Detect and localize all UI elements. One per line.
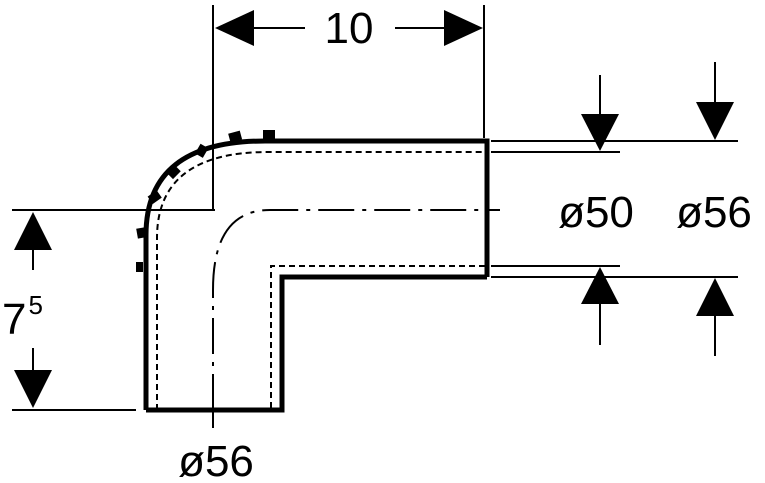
elbow-bore-dashed [156, 151, 485, 410]
seal-rib [147, 190, 162, 204]
seal-rib [228, 130, 243, 143]
dim-width-label: 10 [325, 4, 374, 53]
extension-lines [12, 5, 738, 428]
arrowhead-right [444, 10, 483, 46]
arrowhead-up [14, 212, 52, 250]
seal-rib [136, 227, 147, 239]
dim-height-main: 7 [2, 295, 26, 344]
bore-inner-dashed [270, 265, 485, 410]
dimension-height: 75 [2, 212, 52, 408]
dim-inlet-label: ø56 [178, 437, 254, 483]
seal-rib [263, 130, 275, 139]
bore-outer-dashed [156, 151, 485, 410]
dim-outlet-inner-label: ø50 [558, 188, 634, 237]
arrowhead-inner-up [581, 267, 619, 304]
elbow-centerline [212, 209, 500, 410]
dimension-outlet-inner: ø50 [558, 75, 634, 345]
elbow-outer-wall [143, 138, 490, 410]
seal-ribs [136, 130, 275, 272]
arrowhead-outer-down [696, 102, 734, 140]
elbow-outline [143, 138, 490, 413]
seal-rib [195, 143, 209, 158]
arrowhead-down [14, 370, 52, 408]
elbow-inner-wall [146, 274, 487, 413]
seal-rib [136, 262, 143, 272]
arrowhead-left [215, 10, 254, 46]
dim-height-superscript: 5 [28, 290, 42, 320]
dim-height-label: 75 [2, 290, 43, 344]
arrowhead-outer-up [696, 278, 734, 316]
dim-outlet-outer-label: ø56 [676, 188, 752, 237]
dimension-width: 10 [215, 4, 483, 53]
dimension-outlet-outer: ø56 [676, 62, 752, 356]
center-lines [212, 209, 500, 410]
arrowhead-inner-down [581, 114, 619, 151]
seal-rib [166, 164, 181, 180]
